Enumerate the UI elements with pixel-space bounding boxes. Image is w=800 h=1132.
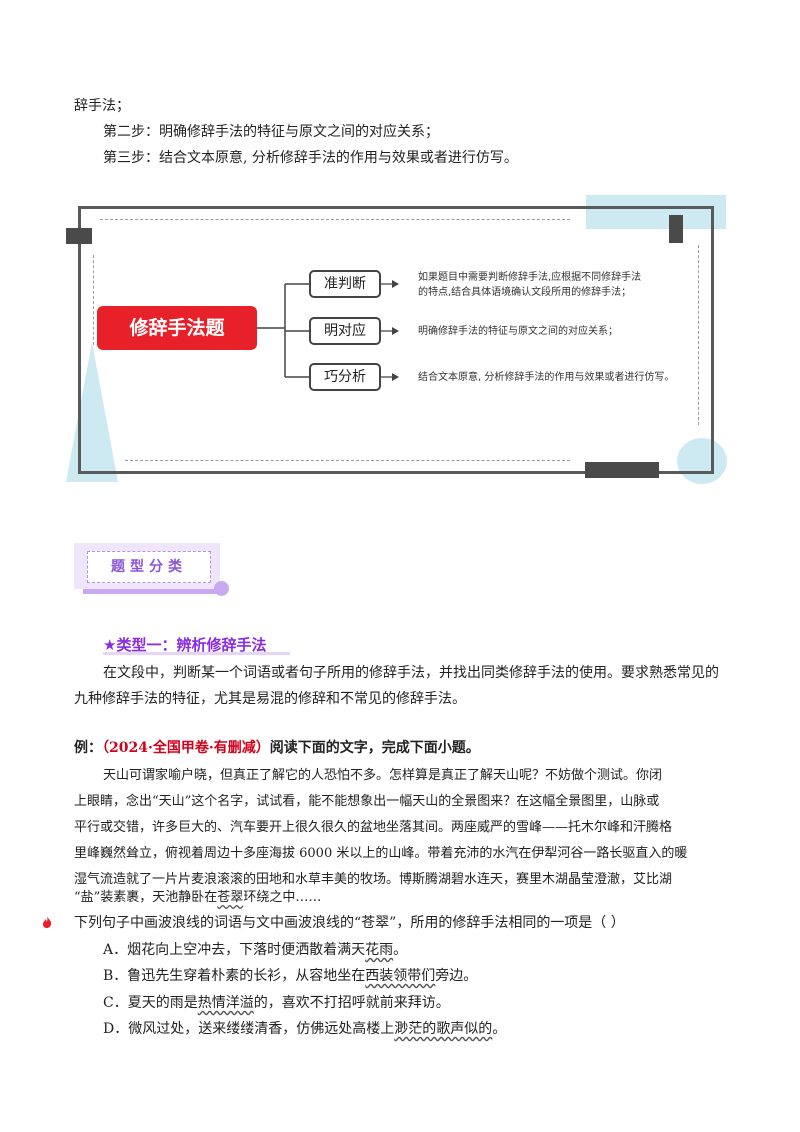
decor-cyan-rect	[586, 195, 726, 229]
decor-cyan-triangle	[66, 342, 118, 482]
branch-match-note: 明确修辞手法的特征与原文之间的对应关系；	[418, 326, 618, 337]
branch-judge-note-2: 的特点,结合具体语境确认文段所用的修辞手法；	[418, 287, 632, 298]
branch-analyze: 巧分析	[309, 363, 381, 391]
option-b-text: B．鲁迅先生穿着朴素的长衫，从容地坐在	[103, 968, 366, 984]
type1-desc-1: 在文段中，判断某一个词语或者句子所用的修辞手法，并找出同类修辞手法的使用。要求熟…	[103, 665, 719, 681]
intro-line-3: 第三步：结合文本原意, 分析修辞手法的作用与效果或者进行仿写。	[103, 150, 518, 166]
example-prefix: 例：	[74, 740, 102, 756]
passage-line-6a: “盐”装素裹，天池静卧在	[74, 890, 218, 905]
option-a-wavy: 花雨	[365, 942, 394, 958]
decor-dash-right	[698, 245, 699, 425]
passage-wavy-cangcui: 苍翠	[217, 890, 244, 905]
decor-dark-block-bottom	[585, 462, 659, 478]
option-a: A．烟花向上空冲去，下落时便洒散着满天花雨。	[103, 940, 407, 960]
option-d: D．微风过处，送来缕缕清香，仿佛远处高楼上渺茫的歌声似的。	[103, 1019, 506, 1039]
type1-desc-2: 九种修辞手法的特征，尤其是易混的修辞和不常见的修辞手法。	[74, 691, 466, 707]
option-d-text: D．微风过处，送来缕缕清香，仿佛远处高楼上	[103, 1021, 395, 1037]
option-c-end: 的，喜欢不打招呼就前来拜访。	[253, 995, 450, 1011]
passage-line-3b: 开上很久很久的盆地坐落其间。两座威严的雪峰——托木尔峰和汗腾格	[269, 820, 673, 835]
type1-title-underline	[103, 652, 290, 655]
example-header: 例：（2024·全国甲卷·有删减）阅读下面的文字，完成下面小题。	[74, 738, 480, 758]
intro-line-2: 第二步：明确修辞手法的特征与原文之间的对应关系；	[103, 124, 439, 140]
section-label-bar	[83, 589, 221, 594]
section-label: 题型分类	[87, 551, 211, 583]
mindmap-root: 修辞手法题	[97, 306, 257, 350]
passage-line-4: 里峰巍然耸立，俯视着周边十多座海拔 6000 米以上的山峰。带着充沛的水汽在伊犁…	[74, 846, 688, 861]
branch-match: 明对应	[309, 317, 381, 345]
option-c-text: C．夏天的雨是	[103, 995, 198, 1011]
option-b-end: 旁边。	[435, 968, 478, 984]
intro-line-1: 辞手法；	[74, 98, 130, 114]
flame-icon	[43, 916, 52, 928]
decor-dark-block-left	[66, 228, 92, 244]
branch-judge: 准判断	[309, 270, 381, 298]
section-label-dot	[214, 581, 229, 596]
passage-line-3: 平行或交错，许多巨大的、汽车要开上很久很久的盆地坐落其间。两座威严的雪峰——托木…	[74, 818, 672, 838]
example-instruction: 阅读下面的文字，完成下面小题。	[269, 740, 480, 756]
example-source: （2024·全国甲卷·有删减）	[102, 740, 270, 756]
passage-line-3a: 平行或交错，许多巨大的、汽车要	[74, 820, 270, 835]
passage-line-2: 上眼睛，念出“天山”这个名字，试试看，能不能想象出一幅天山的全景图来？在这幅全景…	[74, 794, 660, 809]
mindmap-frame	[78, 206, 714, 474]
option-b: B．鲁迅先生穿着朴素的长衫，从容地坐在西装领带们旁边。	[103, 966, 477, 986]
passage-line-6: “盐”装素裹，天池静卧在苍翠环绕之中……	[74, 888, 321, 908]
question-stem: 下列句子中画波浪线的词语与文中画波浪线的“苍翠”，所用的修辞手法相同的一项是（ …	[74, 915, 625, 931]
decor-dash-bottom	[125, 460, 570, 461]
decor-dash-top	[100, 219, 570, 220]
branch-analyze-note: 结合文本原意, 分析修辞手法的作用与效果或者进行仿写。	[418, 372, 675, 383]
option-a-end: 。	[393, 942, 408, 958]
decor-dark-block-right	[669, 215, 683, 243]
option-a-text: A．烟花向上空冲去，下落时便洒散着满天	[103, 942, 366, 958]
passage-line-5: 湿气流造就了一片片麦浪滚滚的田地和水草丰美的牧场。博斯腾湖碧水连天，赛里木湖晶莹…	[74, 872, 673, 887]
type1-title: ★类型一：辨析修辞手法	[103, 636, 267, 654]
passage-line-1: 天山可谓家喻户晓，但真正了解它的人恐怕不多。怎样算是真正了解天山呢？不妨做个测试…	[103, 768, 663, 783]
option-d-wavy: 渺茫的歌声似的	[394, 1021, 493, 1037]
passage-line-6c: 环绕之中……	[243, 890, 322, 905]
option-c-wavy: 热情洋溢	[197, 995, 254, 1011]
option-c: C．夏天的雨是热情洋溢的，喜欢不打招呼就前来拜访。	[103, 993, 450, 1013]
option-d-end: 。	[492, 1021, 507, 1037]
option-b-wavy: 西装领带们	[365, 968, 436, 984]
branch-judge-note-1: 如果题目中需要判断修辞手法,应根据不同修辞手法	[418, 272, 642, 283]
decor-dash-left	[93, 255, 94, 345]
decor-cyan-circle	[677, 438, 727, 484]
